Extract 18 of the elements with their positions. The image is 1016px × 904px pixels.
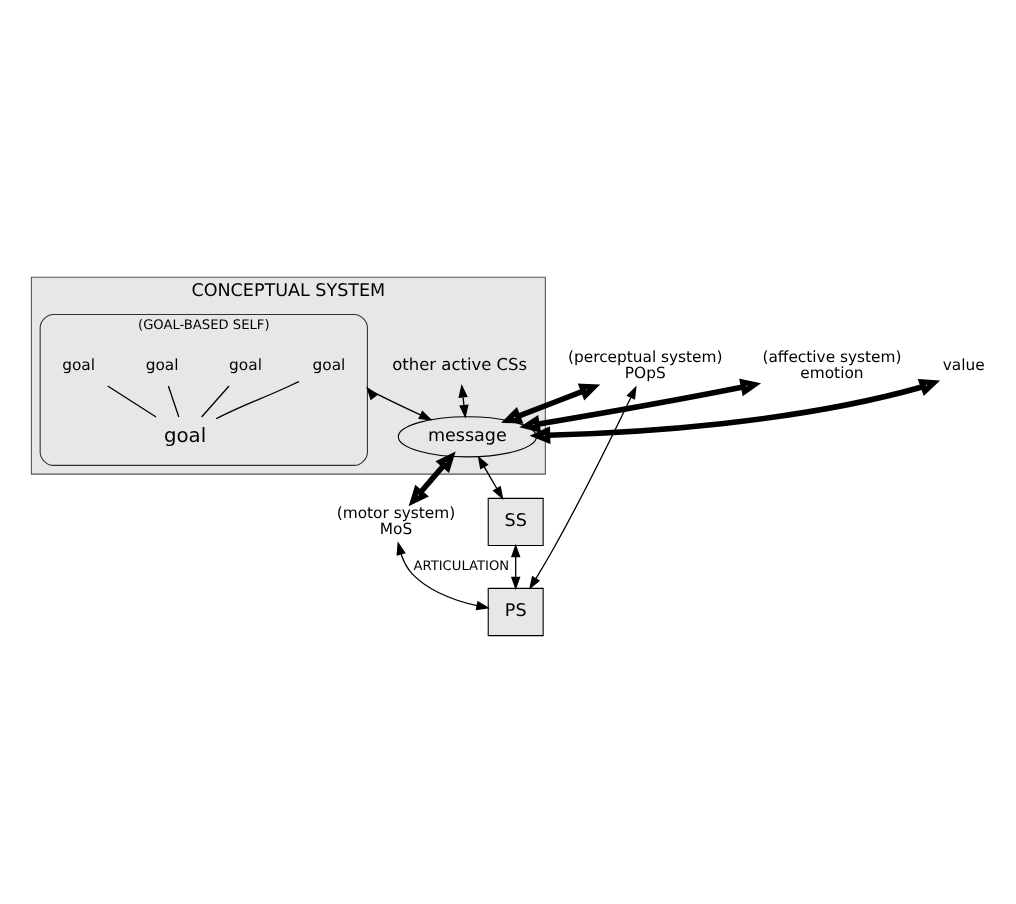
arrow — [529, 379, 941, 445]
arrow — [408, 451, 456, 507]
connector — [107, 385, 157, 418]
arrow — [510, 543, 521, 591]
node-box: PS — [487, 587, 544, 637]
node-box: SS — [487, 497, 544, 547]
arrow — [529, 385, 637, 590]
connector — [215, 380, 300, 420]
arrow — [501, 383, 601, 424]
arrow — [396, 541, 490, 611]
connector — [167, 385, 180, 418]
node-text: goal — [164, 425, 207, 448]
arrow — [366, 386, 433, 421]
node-text: other active CSs — [392, 353, 528, 374]
connector — [200, 385, 230, 418]
arrow — [519, 378, 762, 433]
node-ellipse: message — [397, 416, 537, 458]
arrow — [477, 455, 504, 500]
